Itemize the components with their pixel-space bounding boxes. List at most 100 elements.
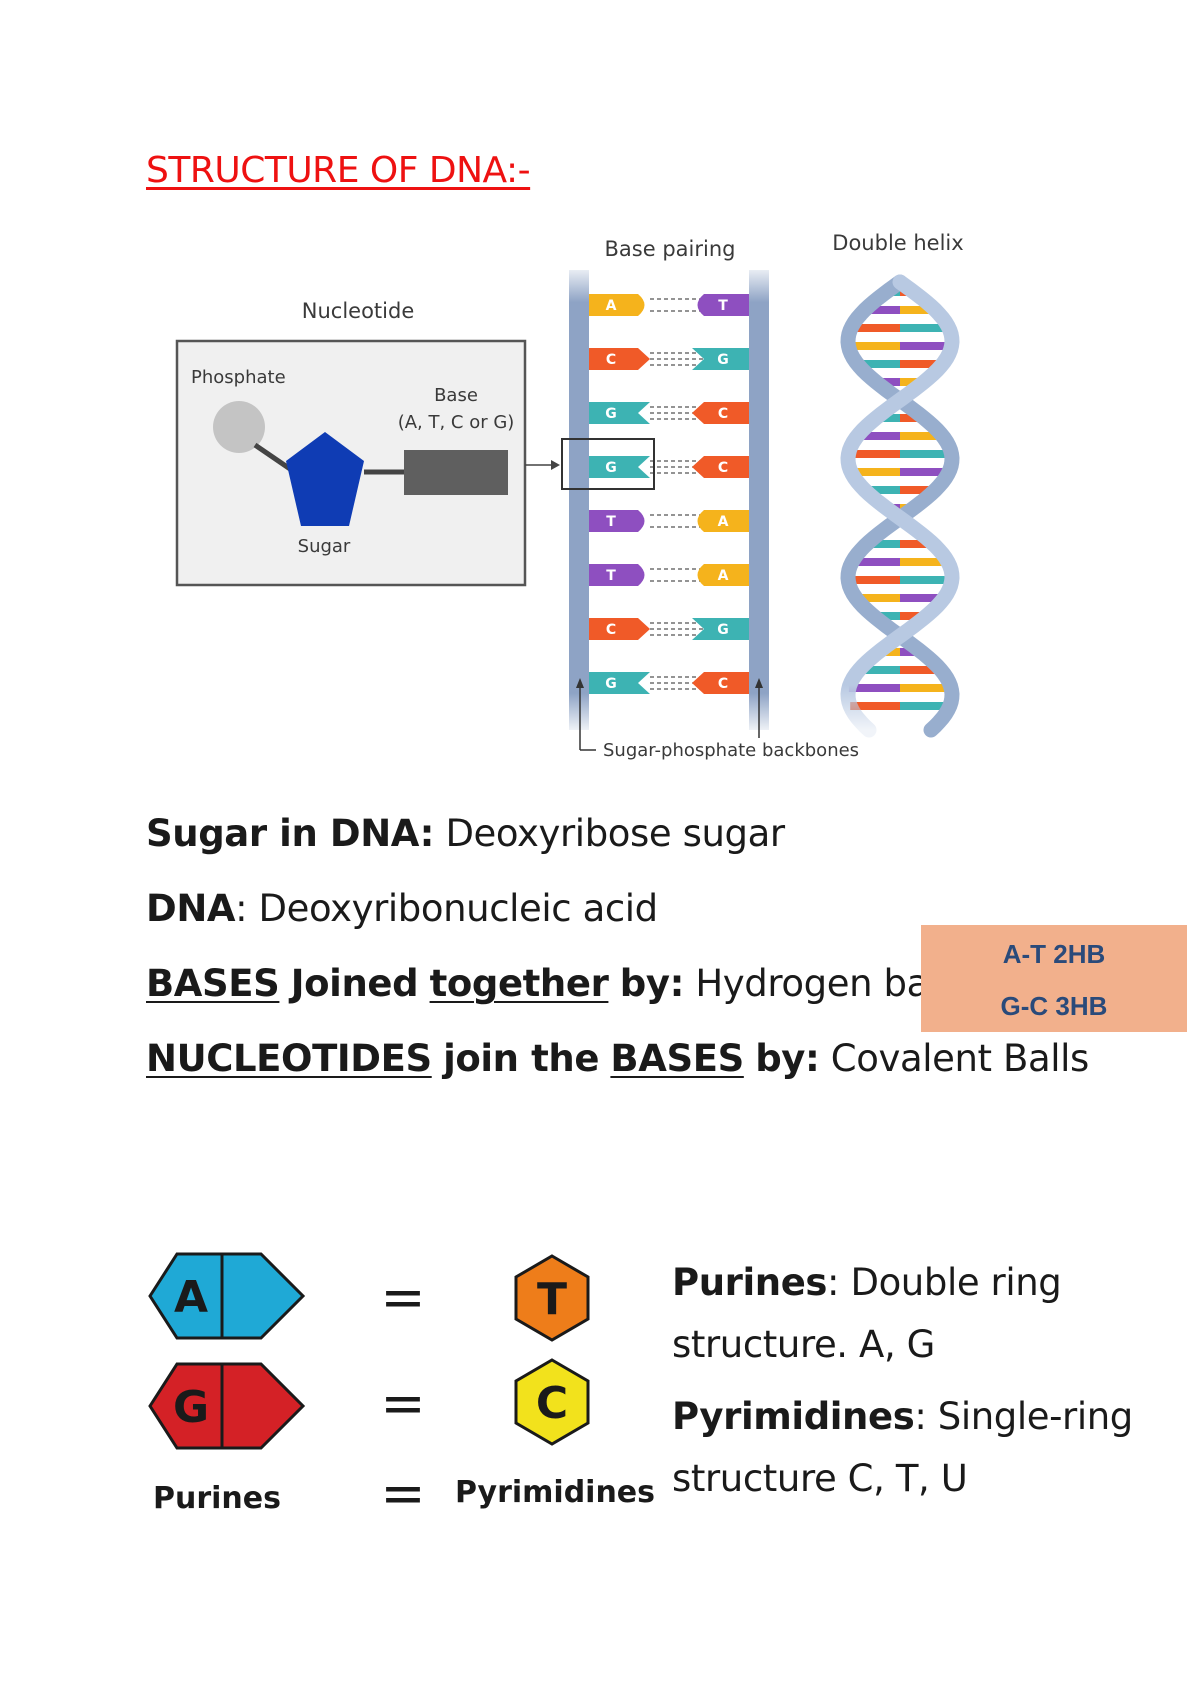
- purines-caption: Purines: [153, 1481, 281, 1516]
- left-base: [589, 348, 650, 370]
- sugar-label: Sugar: [298, 536, 351, 557]
- left-base: [589, 510, 645, 532]
- highlight-box: [561, 438, 655, 490]
- fact-joined-word: Joined: [290, 962, 419, 1005]
- base-label: Base: [434, 385, 478, 406]
- sugar-pentagon: [286, 432, 364, 526]
- left-base: [589, 564, 645, 586]
- right-base: [692, 672, 749, 694]
- helix-strand-front: [840, 274, 960, 738]
- fact-by-word: by:: [619, 962, 685, 1005]
- base-pairing-heading: Base pairing: [605, 237, 736, 261]
- left-base-letter: G: [605, 406, 617, 422]
- fact-nucleotides: NUCLEOTIDES join the BASES by: Covalent …: [146, 1037, 1089, 1080]
- right-base: [692, 618, 749, 640]
- base-rectangle: [404, 450, 508, 495]
- fact-sugar-label: Sugar in DNA:: [146, 812, 435, 855]
- right-base-letter: C: [718, 676, 728, 692]
- left-base: [589, 294, 645, 316]
- purines-note-value: : Double ring structure. A, G: [672, 1261, 1062, 1366]
- right-base: [697, 510, 749, 532]
- hydrogen-bond-box: A-T 2HB G-C 3HB: [921, 925, 1187, 1032]
- dna-structure-figure: Nucleotide Phosphate Sugar Base (A, T, C…: [175, 231, 964, 761]
- fact-bases-word: BASES: [146, 962, 280, 1005]
- pyrimidines-note-label: Pyrimidines: [672, 1395, 915, 1438]
- purine-a-pentagon: [220, 1252, 306, 1340]
- left-base-letter: G: [605, 460, 617, 476]
- left-base: [589, 618, 650, 640]
- fact-together-word: together: [429, 962, 609, 1005]
- pyrimidines-note-value: : Single-ring structure C, T, U: [672, 1395, 1133, 1500]
- pyrimidine-c-hexagon: [514, 1358, 590, 1446]
- purine-g-letter: G: [173, 1382, 209, 1433]
- right-base-letter: C: [718, 406, 728, 422]
- equals-sign-1: =: [380, 1266, 425, 1329]
- fact-by-word-2: by:: [755, 1037, 820, 1080]
- pyrimidine-c-letter: C: [536, 1378, 568, 1429]
- double-helix: [840, 274, 960, 738]
- right-backbone: [749, 270, 769, 730]
- purine-g-pentagon: [220, 1362, 306, 1450]
- fact-join-the-words: join the: [443, 1037, 600, 1080]
- purines-note-label: Purines: [672, 1261, 828, 1304]
- fact-dna: DNA: Deoxyribonucleic acid: [146, 887, 658, 930]
- base-options-label: (A, T, C or G): [398, 412, 515, 433]
- right-base: [697, 294, 749, 316]
- fact-sugar-value: Deoxyribose sugar: [445, 812, 785, 855]
- purine-a-letter: A: [174, 1272, 208, 1323]
- backbone-label: Sugar-phosphate backbones: [603, 740, 859, 761]
- left-base-letter: A: [606, 298, 617, 314]
- left-base: [589, 456, 650, 478]
- arrow-head-icon: [551, 460, 560, 470]
- right-base-letter: A: [718, 514, 729, 530]
- left-base-letter: T: [606, 514, 616, 530]
- left-base: [589, 672, 650, 694]
- left-base-letter: G: [605, 676, 617, 692]
- left-base-letter: C: [606, 622, 616, 638]
- hb-line-at: A-T 2HB: [1002, 939, 1106, 969]
- right-base: [692, 456, 749, 478]
- pyrimidine-t-hexagon: [514, 1254, 590, 1342]
- right-base-letter: G: [717, 622, 729, 638]
- equals-sign-2: =: [380, 1372, 425, 1435]
- right-base-letter: G: [717, 352, 729, 368]
- fact-nucleotides-word: NUCLEOTIDES: [146, 1037, 432, 1080]
- left-base-letter: T: [606, 568, 616, 584]
- equals-sign-3: =: [380, 1462, 425, 1525]
- right-base-letter: A: [718, 568, 729, 584]
- ring-structure-notes: Purines: Double ring structure. A, G Pyr…: [672, 1252, 1142, 1510]
- right-base: [697, 564, 749, 586]
- phosphate-label: Phosphate: [191, 367, 286, 388]
- nucleotide-heading: Nucleotide: [302, 299, 415, 323]
- pyrimidines-caption: Pyrimidines: [455, 1475, 655, 1510]
- right-base-letter: T: [718, 298, 728, 314]
- left-base: [589, 402, 650, 424]
- purine-pyrimidine-figure: A = T G = C Purines = Pyrimidines: [148, 1252, 655, 1525]
- phosphate-circle: [213, 401, 265, 453]
- left-base-letter: C: [606, 352, 616, 368]
- fact-bases: BASES Joined together by: Hydrogen balls: [146, 962, 968, 1005]
- arrow-up-icon: [576, 678, 584, 688]
- fact-dna-label: DNA: [146, 887, 236, 930]
- pyrimidine-t-letter: T: [537, 1274, 567, 1325]
- right-base-letter: C: [718, 460, 728, 476]
- fact-dna-value: : Deoxyribonucleic acid: [235, 887, 658, 930]
- right-base: [692, 402, 749, 424]
- double-helix-heading: Double helix: [832, 231, 963, 255]
- page-title: STRUCTURE OF DNA:-: [146, 150, 531, 191]
- left-backbone: [569, 270, 589, 730]
- fact-sugar: Sugar in DNA: Deoxyribose sugar: [146, 812, 785, 855]
- hb-line-gc: G-C 3HB: [1000, 991, 1108, 1021]
- fact-bases-word-2: BASES: [610, 1037, 744, 1080]
- helix-strand-back: [840, 274, 960, 738]
- arrow-up-icon: [755, 678, 763, 688]
- fact-nucleotides-value: Covalent Balls: [830, 1037, 1090, 1080]
